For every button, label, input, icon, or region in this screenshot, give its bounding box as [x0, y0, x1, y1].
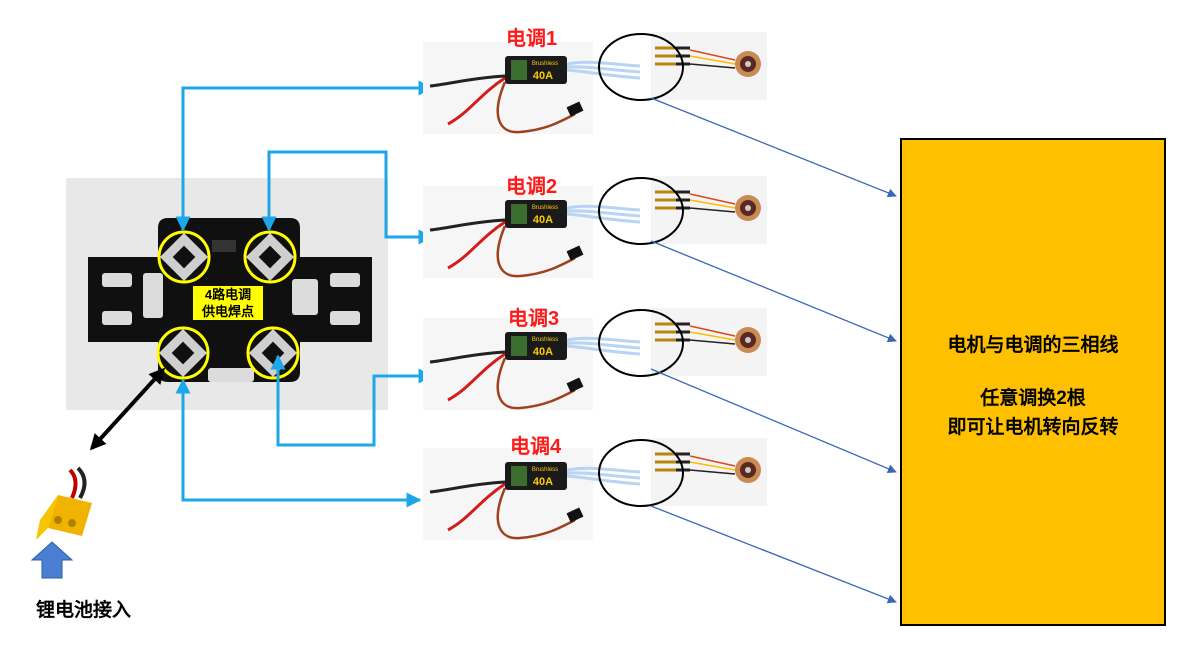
- battery-label: 锂电池接入: [36, 600, 132, 621]
- battery-link-arrow: [89, 367, 166, 451]
- esc-motor-group-2: Brushless 40A: [423, 176, 767, 278]
- esc-rating-1: 40A: [533, 70, 553, 82]
- esc-label-3: 电调3: [508, 308, 560, 330]
- pointer-line-1: [650, 97, 897, 198]
- pdb-solder-label: 4路电调 供电焊点: [193, 286, 263, 320]
- info-box-line3: 即可让电机转向反转: [947, 417, 1119, 438]
- esc-motor-group-3: Brushless 40A: [423, 308, 767, 410]
- pointer-line-4: [650, 505, 897, 604]
- esc-rating-2: 40A: [533, 214, 553, 226]
- esc-label-1: 电调1: [506, 28, 558, 50]
- esc-motor-group-4: Brushless 40A: [423, 438, 767, 540]
- connector-esc-2: [261, 150, 434, 245]
- solder-pad-1: [159, 232, 209, 282]
- pointer-line-3: [650, 368, 897, 474]
- solder-pad-3: [158, 328, 208, 378]
- esc-label-4: 电调4: [510, 436, 562, 458]
- battery-connector: [36, 466, 92, 540]
- esc-motor-group-1: Brushless 40A: [423, 32, 767, 134]
- phase-wire-highlight-3: [598, 309, 684, 377]
- esc-brand-3: Brushless: [532, 337, 558, 343]
- info-box-line1: 电机与电调的三相线: [947, 335, 1119, 356]
- esc-brand-2: Brushless: [532, 205, 558, 211]
- esc-rating-4: 40A: [533, 476, 553, 488]
- pdb-label-line1: 4路电调: [204, 287, 252, 302]
- esc-rating-3: 40A: [533, 346, 553, 358]
- pad-to-esc-connectors: [175, 80, 434, 508]
- pdb-label-line2: 供电焊点: [201, 304, 254, 319]
- esc-brand-1: Brushless: [532, 61, 558, 67]
- pointer-lines: [650, 97, 897, 604]
- connector-esc-1: [175, 80, 434, 232]
- info-box: [900, 138, 1166, 626]
- phase-wire-highlight-2: [598, 177, 684, 245]
- info-box-line2: 任意调换2根: [980, 388, 1086, 409]
- solder-pad-2: [245, 232, 295, 282]
- esc-brand-4: Brushless: [532, 467, 558, 473]
- esc-label-2: 电调2: [506, 176, 558, 198]
- battery-up-arrow: [30, 541, 74, 579]
- phase-wire-highlight-4: [598, 439, 684, 507]
- connector-esc-4: [175, 378, 422, 508]
- phase-wire-highlight-1: [598, 33, 684, 101]
- pointer-line-2: [650, 240, 897, 343]
